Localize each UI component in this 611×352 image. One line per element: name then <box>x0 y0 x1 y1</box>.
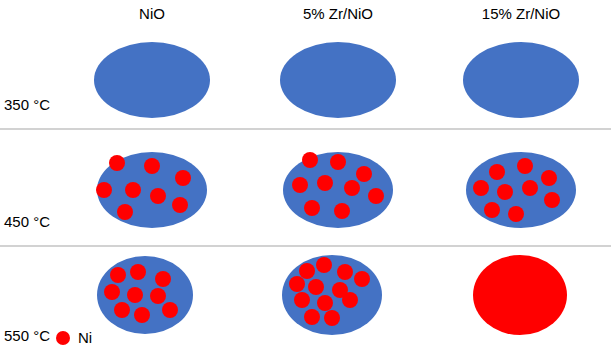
row-label: 350 °C <box>4 97 50 114</box>
ni-dot <box>150 188 166 204</box>
ni-dot <box>342 292 358 308</box>
nio-particle <box>94 42 210 118</box>
ni-dot <box>354 271 370 287</box>
ni-dot <box>104 284 120 300</box>
ni-dot <box>144 158 160 174</box>
ni-dot <box>289 276 305 292</box>
nio-particle <box>463 42 579 118</box>
ni-dot <box>114 302 130 318</box>
legend-text: Ni <box>78 330 92 347</box>
ni-dot <box>299 263 315 279</box>
ni-dot <box>334 203 350 219</box>
nio-particle <box>97 256 193 334</box>
ni-dot <box>304 309 320 325</box>
ni-dot <box>109 155 125 171</box>
ni-dot <box>125 182 141 198</box>
ni-dot <box>522 180 538 196</box>
ni-dot <box>292 177 308 193</box>
ni-dot <box>508 206 524 222</box>
nio-particle <box>280 42 396 118</box>
ni-dot <box>489 164 505 180</box>
ni-dot <box>316 257 332 273</box>
row-divider <box>0 245 611 246</box>
ni-dot <box>155 271 171 287</box>
ni-dot <box>130 264 146 280</box>
row-label: 450 °C <box>4 214 50 231</box>
ni-dot <box>473 180 489 196</box>
column-header: NiO <box>139 6 165 23</box>
ni-dot <box>162 302 178 318</box>
ni-dot <box>344 180 360 196</box>
ni-dot <box>304 200 320 216</box>
ni-dot <box>368 188 384 204</box>
legend-swatch <box>54 329 72 347</box>
ni-dot <box>127 287 143 303</box>
nio-particle <box>282 255 382 335</box>
ni-dot <box>337 264 353 280</box>
nio-particle <box>466 152 576 228</box>
ni-dot <box>175 170 191 186</box>
ni-dot <box>110 267 126 283</box>
ni-dot <box>317 175 333 191</box>
ni-dot <box>294 292 310 308</box>
ni-dot <box>484 202 500 218</box>
column-header: 5% Zr/NiO <box>303 6 373 23</box>
ni-dot <box>302 152 318 168</box>
ni-dot <box>134 307 150 323</box>
ni-dot <box>356 166 372 182</box>
ni-dot <box>172 197 188 213</box>
ni-dot <box>541 170 557 186</box>
ni-particle <box>473 255 567 335</box>
nio-particle <box>283 152 393 228</box>
ni-dot <box>117 204 133 220</box>
ni-dot <box>150 288 166 304</box>
ni-dot <box>324 310 340 326</box>
row-divider <box>0 128 611 129</box>
row-label: 550 °C <box>4 328 50 345</box>
ni-dot <box>96 182 112 198</box>
ni-dot <box>544 192 560 208</box>
ni-dot <box>330 154 346 170</box>
ni-dot <box>497 184 513 200</box>
ni-dot <box>308 279 324 295</box>
ni-dot <box>317 295 333 311</box>
ni-dot <box>517 158 533 174</box>
column-header: 15% Zr/NiO <box>482 6 560 23</box>
nio-particle <box>97 152 207 228</box>
